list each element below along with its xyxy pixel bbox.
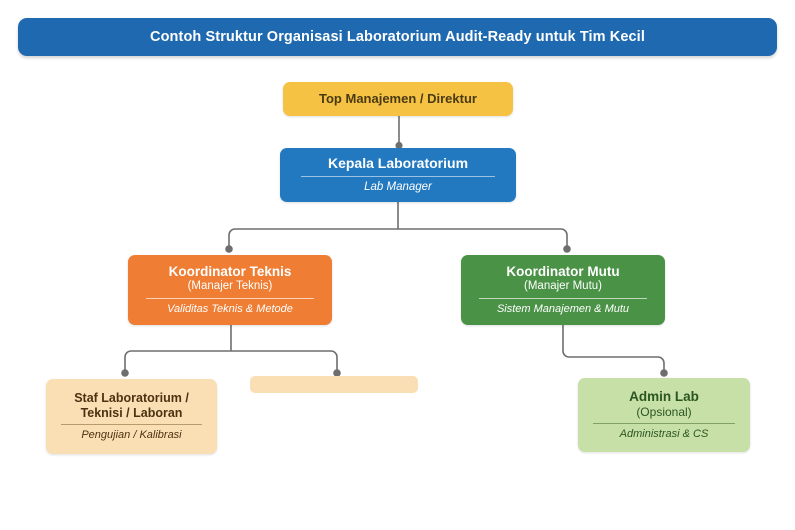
node-top-management[interactable]: Top Manajemen / Direktur: [283, 82, 513, 116]
connector-top-to-kepala: [390, 114, 408, 152]
node-admin-lab[interactable]: Admin Lab (Opsional) Administrasi & CS: [578, 378, 750, 452]
node-koordinator-teknis-title: Koordinator Teknis: [168, 264, 292, 280]
node-staf-laboratorium-title-line1: Staf Laboratorium /: [74, 390, 189, 405]
node-koordinator-mutu-role: Sistem Manajemen & Mutu: [496, 302, 630, 315]
connector-mutu-to-admin: [553, 325, 679, 383]
node-kepala-laboratorium-role: Lab Manager: [364, 180, 432, 193]
node-divider: [61, 424, 202, 426]
connector-teknis-split: [116, 325, 352, 383]
node-koordinator-teknis[interactable]: Koordinator Teknis (Manajer Teknis) Vali…: [128, 255, 332, 325]
node-staf-laboratorium-role: Pengujian / Kalibrasi: [81, 429, 182, 442]
node-koordinator-teknis-subtitle: (Manajer Teknis): [187, 280, 273, 293]
node-divider: [479, 297, 647, 299]
page-title: Contoh Struktur Organisasi Laboratorium …: [150, 29, 645, 45]
node-kepala-laboratorium-title: Kepala Laboratorium: [327, 155, 469, 172]
connector-kepala-split: [220, 201, 576, 257]
node-koordinator-mutu-subtitle: (Manajer Mutu): [524, 280, 602, 293]
node-admin-lab-title: Admin Lab: [629, 388, 699, 404]
node-divider: [301, 175, 495, 177]
node-koordinator-mutu-title: Koordinator Mutu: [506, 264, 620, 280]
node-koordinator-teknis-role: Validitas Teknis & Metode: [167, 302, 293, 315]
node-top-management-title: Top Manajemen / Direktur: [319, 91, 477, 107]
node-divider: [146, 297, 314, 299]
node-admin-lab-role: Administrasi & CS: [619, 428, 709, 441]
node-staf-laboratorium[interactable]: Staf Laboratorium / Teknisi / Laboran Pe…: [46, 379, 217, 454]
node-kepala-laboratorium[interactable]: Kepala Laboratorium Lab Manager: [280, 148, 516, 202]
node-staf-laboratorium-title-line2: Teknisi / Laboran: [80, 405, 183, 420]
node-admin-lab-subtitle: (Opsional): [636, 404, 692, 419]
chart-title-bar: Contoh Struktur Organisasi Laboratorium …: [18, 18, 777, 56]
node-divider: [593, 423, 735, 425]
node-unlabeled-placeholder[interactable]: [250, 376, 418, 393]
node-koordinator-mutu[interactable]: Koordinator Mutu (Manajer Mutu) Sistem M…: [461, 255, 665, 325]
